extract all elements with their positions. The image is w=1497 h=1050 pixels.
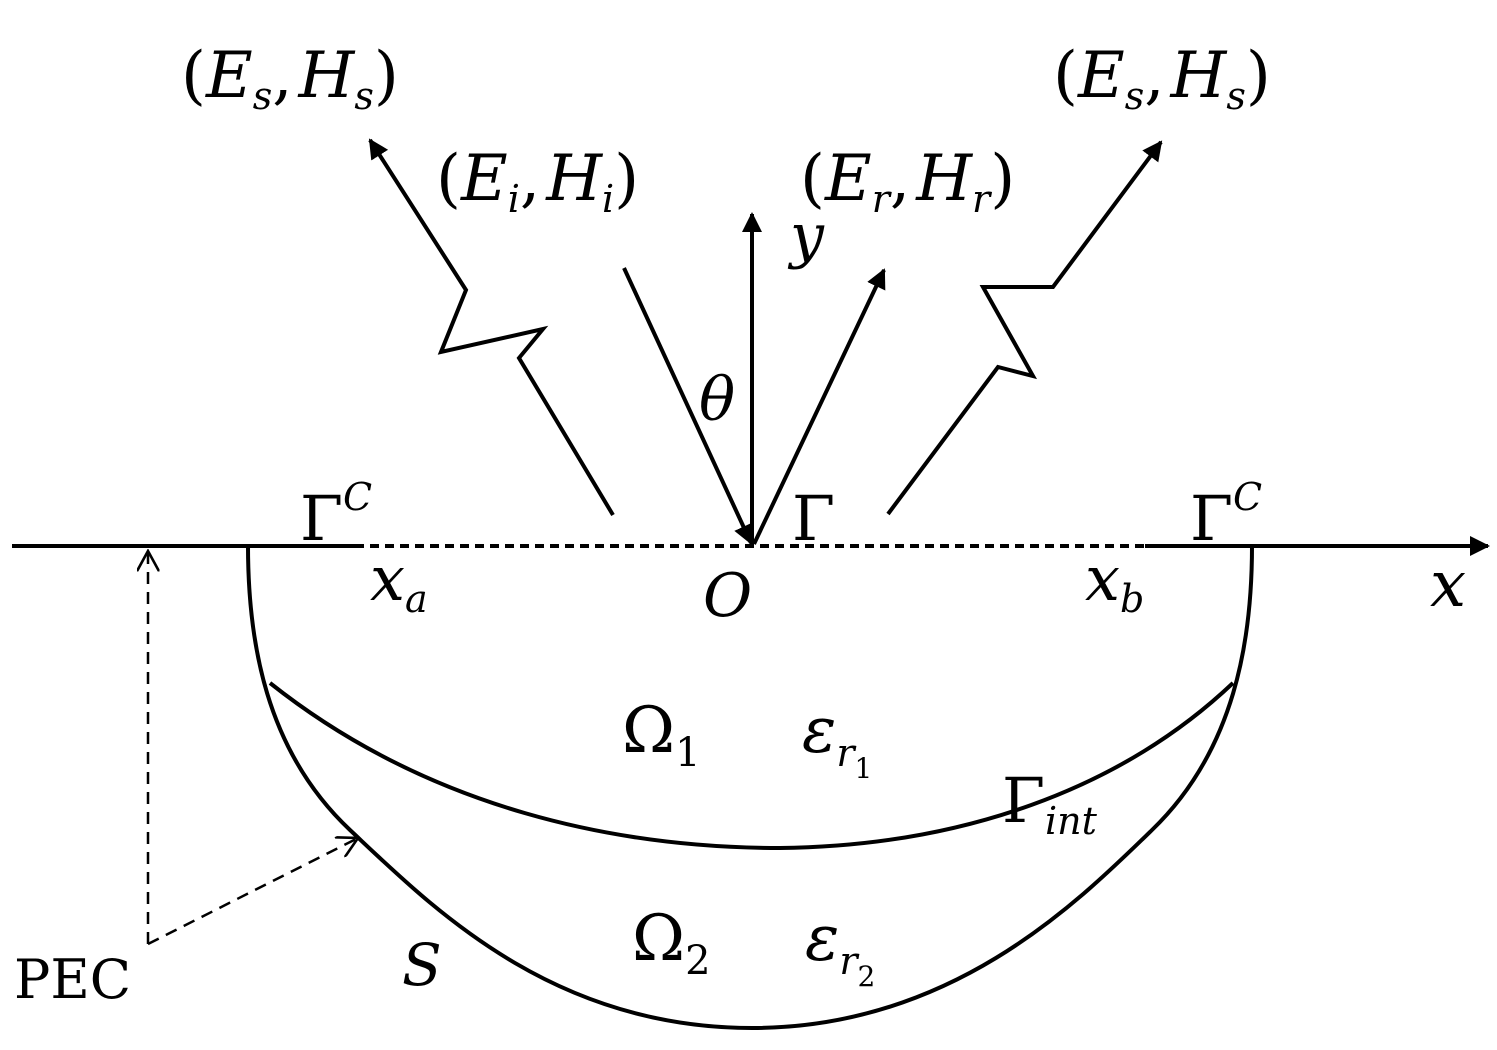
- reflected-wave-arrow: [752, 268, 886, 545]
- label-omega-2: Ω2: [632, 902, 711, 984]
- label-eps-r1: εr1: [802, 694, 872, 785]
- incident-wave-arrow: [622, 267, 753, 545]
- label-boundary-s: S: [402, 931, 442, 999]
- label-origin: O: [703, 561, 752, 631]
- label-incident: (Ei,Hi): [436, 142, 639, 221]
- label-eps-r2: εr2: [805, 902, 875, 993]
- label-y-axis: y: [787, 201, 825, 271]
- scattered-wave-right-arrow: [886, 140, 1163, 516]
- label-omega-1: Ω1: [622, 694, 701, 776]
- label-gamma-c-left: ΓC: [300, 475, 372, 555]
- scattered-wave-left-arrow: [368, 138, 615, 517]
- cavity-boundary-s: [246, 545, 1254, 1031]
- label-pec: PEC: [14, 948, 131, 1011]
- label-x-a: xa: [370, 542, 428, 621]
- label-reflected: (Er,Hr): [800, 142, 1015, 221]
- label-gamma-c-right: ΓC: [1190, 475, 1262, 555]
- label-gamma-int: Γint: [1002, 764, 1098, 843]
- pec-pointer-diagonal: [147, 838, 358, 946]
- label-scattered-left: (Es,Hs): [181, 39, 399, 118]
- label-scattered-right: (Es,Hs): [1053, 39, 1271, 118]
- label-gamma-aperture: Γ: [792, 482, 835, 555]
- label-theta: θ: [699, 365, 735, 435]
- label-x-b: xb: [1085, 542, 1144, 621]
- label-x-axis: x: [1430, 548, 1466, 622]
- interface-gamma-int: [268, 681, 1235, 851]
